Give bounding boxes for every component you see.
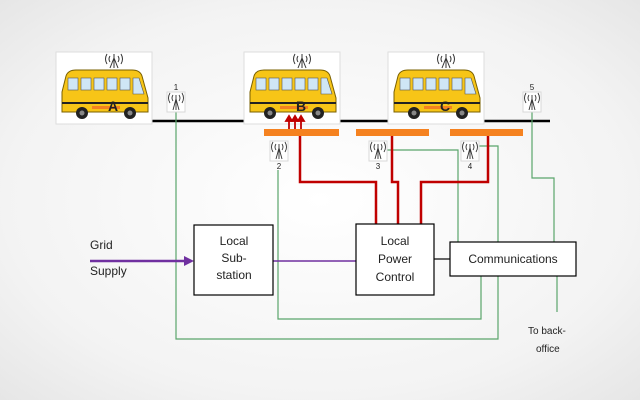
charging-pad-2	[356, 129, 429, 136]
antenna-icon	[269, 140, 289, 162]
power-control-line3: Control	[376, 270, 415, 284]
antenna-3: 3	[368, 140, 388, 171]
charging-pad-1	[264, 129, 339, 136]
antenna-5: 5	[522, 83, 542, 113]
communications-label: Communications	[468, 252, 557, 266]
antenna-3-label: 3	[376, 162, 381, 171]
bus-icon	[387, 51, 485, 125]
grid-supply-label-line2: Supply	[90, 264, 127, 278]
substation-line3: station	[216, 268, 251, 282]
substation-line1: Local	[220, 234, 249, 248]
antenna-5-label: 5	[530, 83, 535, 92]
bus-c: C	[387, 51, 485, 125]
antenna-4-label: 4	[468, 162, 473, 171]
bus-a: A	[55, 51, 153, 125]
comm-lines	[175, 106, 558, 340]
charging-arrows	[284, 114, 306, 130]
antenna-2: 2	[269, 140, 289, 171]
substation-line2: Sub-	[221, 251, 246, 265]
back-office-label-line1: To back-	[528, 326, 566, 337]
bus-b-label: B	[296, 98, 306, 114]
antenna-2-label: 2	[277, 162, 282, 171]
power-control-line1: Local	[381, 234, 410, 248]
antenna-1-label: 1	[174, 83, 179, 92]
grid-supply-label-line1: Grid	[90, 238, 113, 252]
bus-icon	[243, 51, 341, 125]
power-control-line2: Power	[378, 252, 412, 266]
antenna-icon	[460, 140, 480, 162]
antenna-4: 4	[460, 140, 480, 171]
bus-b: B	[243, 51, 341, 125]
grid-supply-arrow	[90, 256, 194, 266]
local-substation-box: Local Sub- station	[193, 224, 274, 296]
antenna-icon	[166, 91, 186, 113]
bus-c-label: C	[440, 98, 450, 114]
local-power-control-box: Local Power Control	[355, 223, 435, 296]
communications-box: Communications	[449, 241, 577, 277]
bus-icon	[55, 51, 153, 125]
power-cables	[298, 136, 490, 224]
back-office-label-line2: office	[536, 344, 560, 355]
bus-a-label: A	[108, 98, 118, 114]
antenna-icon	[522, 91, 542, 113]
charging-pad-3	[450, 129, 523, 136]
antenna-1: 1	[166, 83, 186, 113]
antenna-icon	[368, 140, 388, 162]
